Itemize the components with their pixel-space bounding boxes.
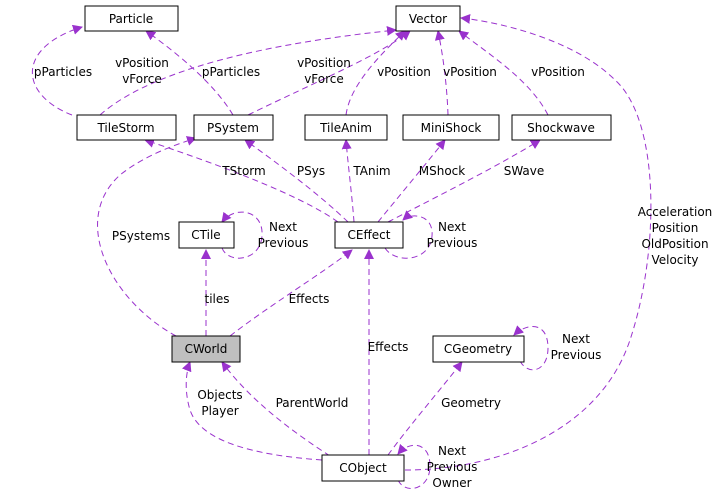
edge-tilestorm-vector <box>99 25 397 116</box>
edge-label-tanim: TAnim <box>352 164 390 178</box>
edge-cgeometry-self <box>513 325 549 371</box>
node-particle[interactable]: Particle <box>84 5 179 32</box>
edge-ceffect-psystem <box>244 139 349 223</box>
edge-label-geometry: Geometry <box>441 396 501 410</box>
node-tileanim[interactable]: TileAnim <box>304 114 388 141</box>
edge-label-vposition-1: vPosition <box>115 56 169 70</box>
edge-ceffect-tilestorm <box>144 138 339 223</box>
edge-cworld-ceffect <box>229 249 353 337</box>
node-tilestorm[interactable]: TileStorm <box>76 114 177 141</box>
edge-label-objects: Objects <box>197 388 242 402</box>
edge-label-cobject-previous: Previous <box>427 460 478 474</box>
edges: pParticles vPosition vForce pParticles v… <box>31 13 713 490</box>
edge-minishock-vector <box>434 30 449 116</box>
node-shockwave[interactable]: Shockwave <box>511 114 612 141</box>
edge-label-player: Player <box>201 404 238 418</box>
node-minishock[interactable]: MiniShock <box>402 114 500 141</box>
edge-label-cgeometry-next: Next <box>562 332 590 346</box>
node-cgeometry[interactable]: CGeometry <box>432 335 525 363</box>
node-psystem[interactable]: PSystem <box>193 114 274 141</box>
edge-label-acceleration: Acceleration <box>638 205 713 219</box>
edge-label-tiles: tiles <box>204 292 229 306</box>
edge-shockwave-vector <box>458 30 549 116</box>
edge-ceffect-self <box>384 210 433 259</box>
edge-label-mshock: MShock <box>419 164 466 178</box>
edge-cobject-cgeometry <box>387 361 463 456</box>
node-label-particle: Particle <box>109 12 153 26</box>
edge-psystem-particle <box>145 30 234 116</box>
edge-cobject-cworld-parent <box>221 361 331 457</box>
node-ceffect[interactable]: CEffect <box>334 221 404 249</box>
edge-label-cobject-owner: Owner <box>432 476 471 490</box>
edge-label-cobject-next: Next <box>438 444 466 458</box>
node-label-shockwave: Shockwave <box>527 121 595 135</box>
edge-label-vposition-2: vPosition <box>297 56 351 70</box>
edge-label-psys: PSys <box>297 164 325 178</box>
edge-label-pparticles-1: pParticles <box>34 65 92 79</box>
edge-tilestorm-particle <box>31 24 83 116</box>
edge-label-ctile-previous: Previous <box>258 236 309 250</box>
edge-ceffect-minishock <box>377 139 446 223</box>
node-label-ctile: CTile <box>191 228 220 242</box>
edge-ceffect-tileanim <box>341 139 355 223</box>
edge-tileanim-vector <box>345 30 406 116</box>
edge-label-ctile-next: Next <box>269 220 297 234</box>
edge-label-ceffect-previous: Previous <box>427 236 478 250</box>
edge-label-vforce-2: vForce <box>304 72 344 86</box>
edge-ceffect-shockwave <box>387 139 541 223</box>
edge-ctile-self <box>221 211 263 259</box>
node-label-psystem: PSystem <box>207 121 259 135</box>
edge-label-tstorm: TStorm <box>221 164 265 178</box>
node-cobject[interactable]: CObject <box>321 454 405 482</box>
edge-label-effects-1: Effects <box>289 292 330 306</box>
node-label-minishock: MiniShock <box>421 121 482 135</box>
node-label-ceffect: CEffect <box>348 228 391 242</box>
edge-cworld-psystem <box>97 136 197 337</box>
edge-label-effects-2: Effects <box>368 340 409 354</box>
edge-label-pparticles-2: pParticles <box>202 65 260 79</box>
edge-label-velocity: Velocity <box>651 253 698 267</box>
edge-label-vposition-5: vPosition <box>531 65 585 79</box>
nodes: Particle Vector TileStorm PSystem TileAn… <box>76 5 612 482</box>
edge-label-oldposition: OldPosition <box>641 237 708 251</box>
node-label-vector: Vector <box>409 12 447 26</box>
edge-cobject-self <box>397 443 431 489</box>
edge-cobject-vector <box>404 13 652 471</box>
node-label-tilestorm: TileStorm <box>96 121 154 135</box>
node-label-cobject: CObject <box>339 461 387 475</box>
edge-label-ceffect-next: Next <box>438 220 466 234</box>
edge-label-psystems: PSystems <box>112 229 170 243</box>
edge-label-vforce-1: vForce <box>122 72 162 86</box>
node-label-tileanim: TileAnim <box>319 121 372 135</box>
node-cworld[interactable]: CWorld <box>171 335 241 363</box>
node-ctile[interactable]: CTile <box>178 221 235 249</box>
edge-label-vposition-3: vPosition <box>377 65 431 79</box>
edge-label-parentworld: ParentWorld <box>276 396 349 410</box>
edge-cobject-cworld-objects <box>182 361 323 461</box>
edge-label-position: Position <box>652 221 699 235</box>
edge-label-swave: SWave <box>504 164 545 178</box>
node-label-cgeometry: CGeometry <box>444 342 512 356</box>
edge-label-vposition-4: vPosition <box>443 65 497 79</box>
node-label-cworld: CWorld <box>185 342 228 356</box>
node-vector[interactable]: Vector <box>395 5 461 32</box>
edge-label-cgeometry-previous: Previous <box>551 348 602 362</box>
